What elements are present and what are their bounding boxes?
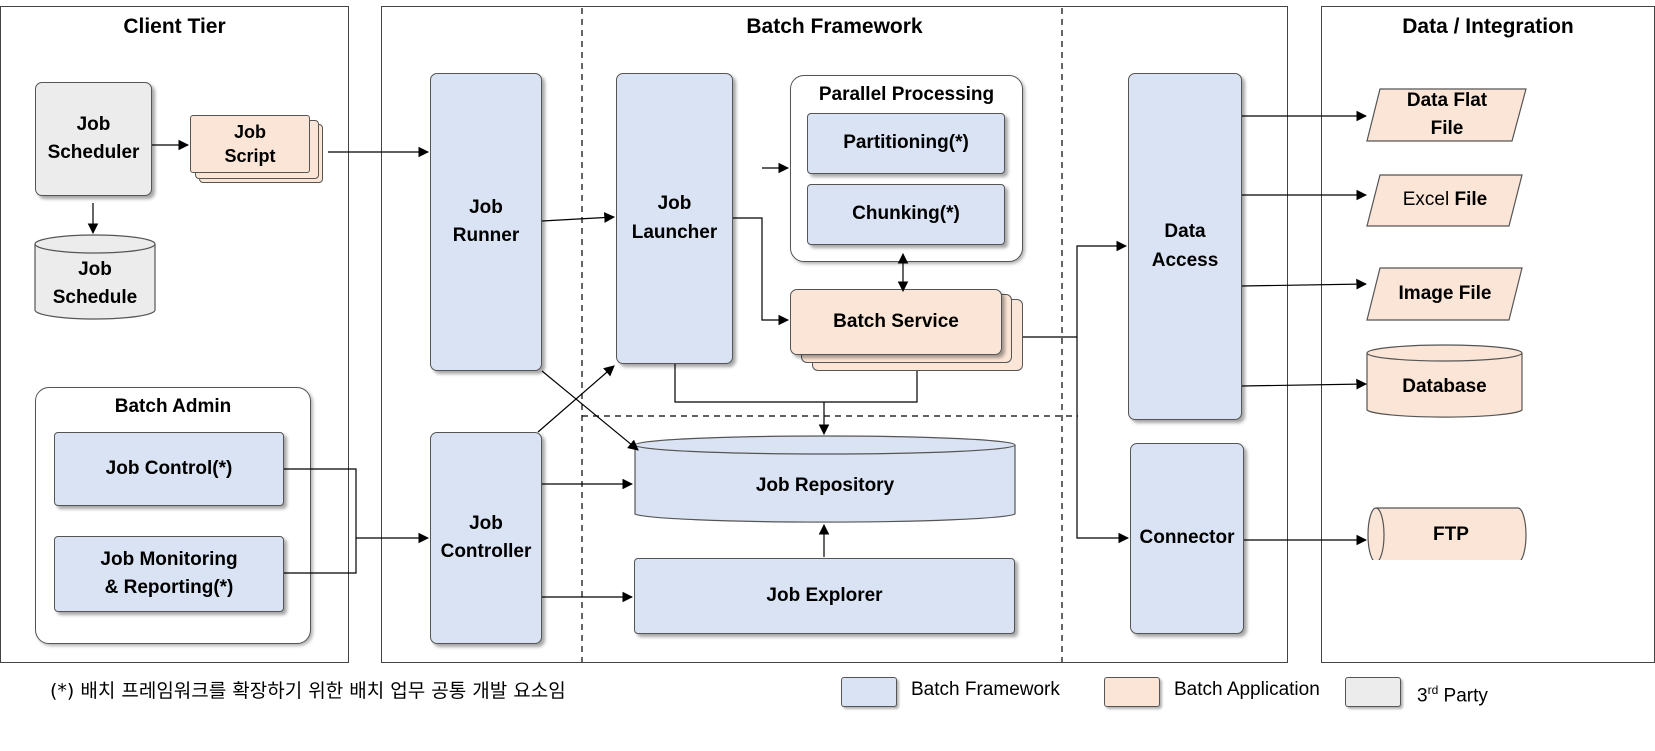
admin-to-controller — [284, 468, 357, 574]
runner-to-launcher — [541, 212, 616, 223]
ftp-shape — [1376, 507, 1527, 560]
access-to-database — [1241, 378, 1368, 390]
access-to-image — [1241, 278, 1368, 290]
excel-file-bold: File — [1454, 189, 1488, 211]
client-tier-title: Client Tier — [123, 15, 226, 38]
job-launcher-box[interactable]: Job Launcher — [616, 73, 733, 364]
job-repository-label[interactable]: Job Repository — [755, 474, 895, 496]
job-scheduler-box[interactable]: Job Scheduler — [35, 82, 152, 196]
job-schedule-cylinder — [34, 234, 156, 320]
job-script-box[interactable]: Job Script — [190, 115, 310, 173]
legend-label-application: Batch Application — [1174, 679, 1320, 700]
job-repository-cylinder — [634, 435, 1016, 523]
third-party-number: 3 — [1417, 685, 1428, 707]
image-file-label[interactable]: Image File — [1398, 282, 1492, 304]
legend-swatch-framework — [841, 677, 897, 707]
service-to-connector — [1076, 337, 1130, 544]
ftp-label[interactable]: FTP — [1433, 523, 1469, 545]
database-label[interactable]: Database — [1402, 375, 1487, 397]
job-controller-box[interactable]: Job Controller — [430, 432, 542, 644]
job-runner-box[interactable]: Job Runner — [430, 73, 542, 371]
excel-file-prefix: Excel — [1402, 189, 1455, 211]
parallel-processing-title: Parallel Processing — [818, 84, 995, 105]
excel-file-shape — [1366, 174, 1523, 227]
chunking-box[interactable]: Chunking(*) — [807, 184, 1005, 245]
partitioning-box[interactable]: Partitioning(*) — [807, 113, 1005, 174]
job-explorer-box[interactable]: Job Explorer — [634, 558, 1015, 634]
data-flat-file-label[interactable]: Data Flat File — [1406, 90, 1488, 139]
connector-box[interactable]: Connector — [1130, 443, 1244, 634]
batch-admin-title: Batch Admin — [114, 396, 232, 417]
batch-service-box[interactable]: Batch Service — [790, 289, 1002, 355]
excel-file-label[interactable]: Excel File — [1378, 175, 1512, 226]
data-flat-file-shape — [1366, 88, 1527, 142]
footnote-text: (*) 배치 프레임워크를 확장하기 위한 배치 업무 공통 개발 요소임 — [50, 680, 566, 702]
legend-label-third-party: 3rd Party — [1417, 675, 1488, 711]
legend-label-framework: Batch Framework — [911, 679, 1060, 700]
job-control-box[interactable]: Job Control(*) — [54, 432, 284, 506]
third-party-ordinal: rd — [1427, 683, 1439, 697]
job-monitoring-box[interactable]: Job Monitoring & Reporting(*) — [54, 536, 284, 612]
service-to-access — [1023, 240, 1128, 338]
data-access-box[interactable]: Data Access — [1128, 73, 1242, 420]
database-shape — [1366, 353, 1523, 418]
runner-to-repository — [541, 370, 639, 451]
integration-shapes — [1366, 88, 1527, 560]
launcher-to-repository — [674, 364, 918, 403]
image-file-shape — [1366, 267, 1523, 321]
third-party-text: Party — [1438, 685, 1488, 707]
batch-framework-title: Batch Framework — [746, 15, 923, 38]
controller-to-launcher — [537, 365, 615, 433]
legend-swatch-third-party — [1345, 677, 1401, 707]
launcher-branch — [733, 217, 790, 326]
legend-swatch-application — [1104, 677, 1160, 707]
job-schedule-label[interactable]: Job Schedule — [52, 258, 138, 309]
data-integration-title: Data / Integration — [1402, 15, 1574, 38]
